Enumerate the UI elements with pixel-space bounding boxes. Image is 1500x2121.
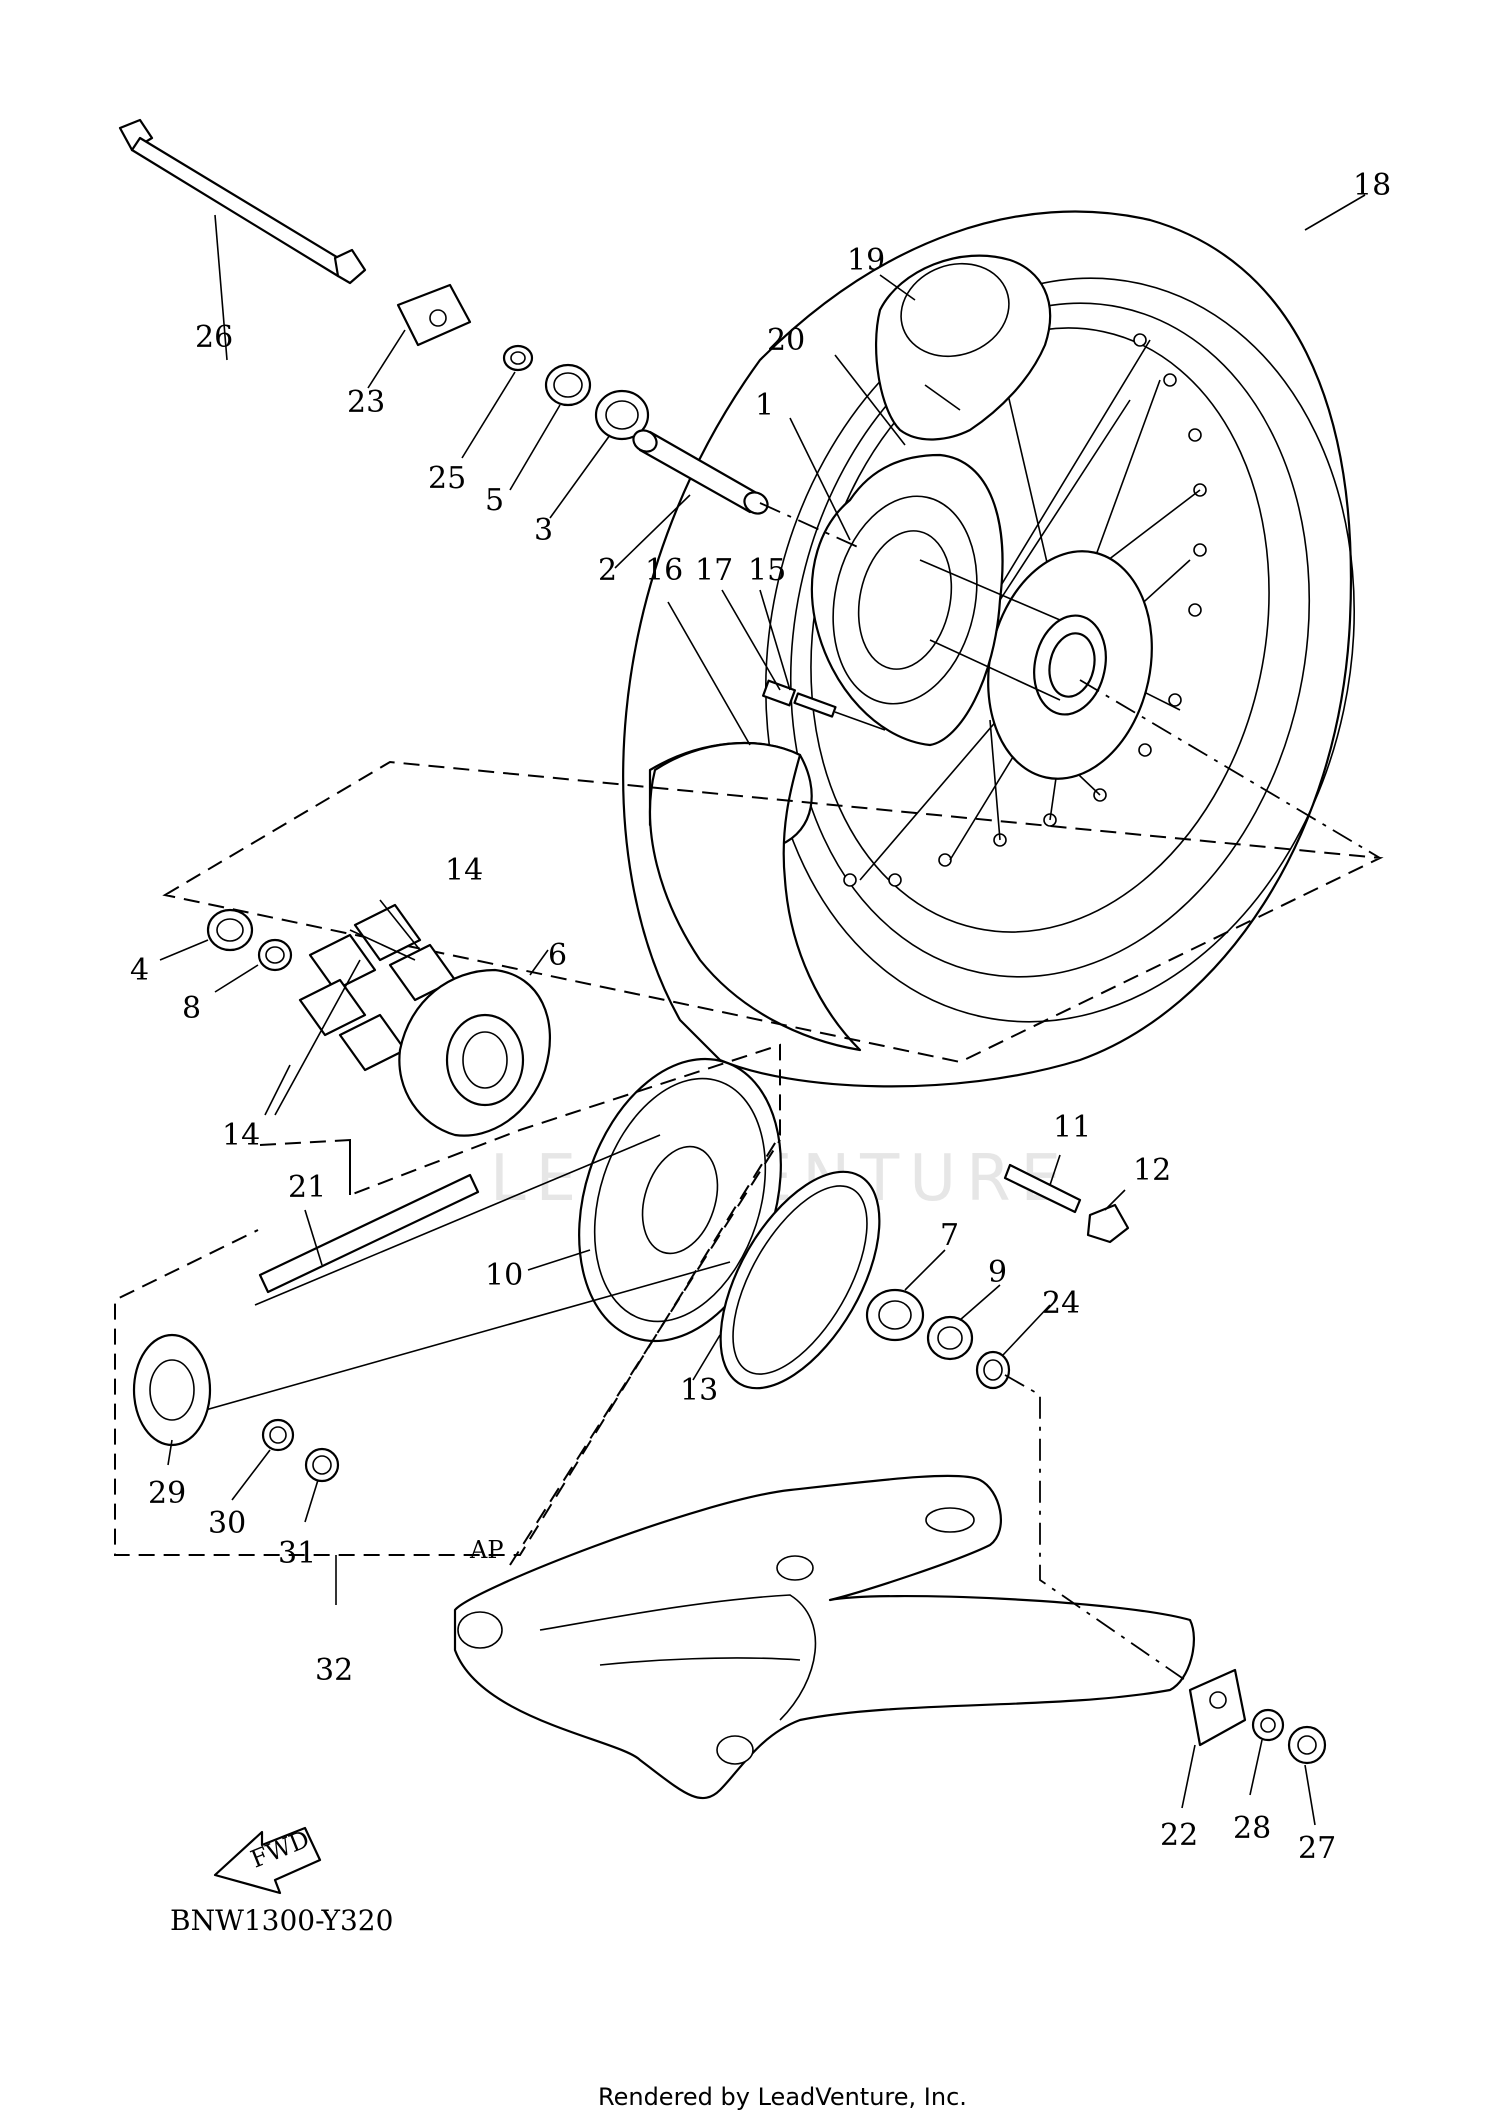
callout-15: 15	[748, 553, 786, 588]
callout-14-bottom: 14	[222, 1118, 260, 1153]
callout-2: 2	[598, 553, 617, 588]
callout-4: 4	[130, 953, 149, 988]
diagram-code: BNW1300-Y320	[170, 1904, 393, 1937]
ap-label: AP	[469, 1536, 503, 1564]
callout-5: 5	[485, 483, 504, 518]
callout-7: 7	[940, 1218, 959, 1253]
right-axle-hardware	[1188, 1668, 1327, 1765]
callout-26: 26	[195, 320, 233, 355]
callout-1: 1	[755, 388, 774, 423]
callout-13: 13	[680, 1373, 718, 1408]
swingarm	[453, 1474, 1195, 1800]
callout-6: 6	[548, 938, 567, 973]
right-bearing-stack	[865, 1288, 1011, 1390]
clutch-hub-bearings	[206, 908, 293, 972]
fwd-arrow-icon: FWD	[213, 1825, 322, 1895]
callout-16: 16	[645, 553, 683, 588]
callout-31: 31	[278, 1536, 316, 1571]
callout-3: 3	[534, 513, 553, 548]
drive-chain	[169, 1134, 731, 1421]
callout-27: 27	[1298, 1831, 1336, 1866]
wheel-spacer	[632, 429, 769, 515]
leader-lines	[159, 194, 1366, 1826]
callout-22: 22	[1160, 1818, 1198, 1853]
damper-rubbers	[298, 903, 457, 1072]
callout-30: 30	[208, 1506, 246, 1541]
callout-20: 20	[767, 323, 805, 358]
wheel-hub	[810, 453, 1061, 747]
left-bearing-stack	[502, 344, 650, 441]
callout-14-top: 14	[445, 853, 483, 888]
callout-12: 12	[1133, 1153, 1171, 1188]
drive-sprocket	[132, 1333, 340, 1483]
axle-centerline	[759, 502, 1381, 859]
callout-23: 23	[347, 385, 385, 420]
callout-8: 8	[182, 991, 201, 1026]
stud-and-nut	[1003, 1163, 1130, 1244]
sprocket-guard	[719, 1170, 881, 1390]
callout-18: 18	[1353, 168, 1391, 203]
callout-28: 28	[1233, 1811, 1271, 1846]
chain-group-outline	[114, 1043, 781, 1556]
rear-sprocket	[578, 1057, 782, 1343]
axle-centerline-lower	[1004, 1374, 1186, 1681]
callout-32: 32	[315, 1653, 353, 1688]
rim-holes	[843, 333, 1207, 887]
footer-credit: Rendered by LeadVenture, Inc.	[598, 2083, 967, 2111]
callout-17: 17	[695, 553, 733, 588]
clutch-hub	[398, 968, 552, 1137]
rear-axle	[118, 118, 367, 285]
callouts: 1 2 3 4 5 6 7 8 9 10 11 12 13 14 14 15 1…	[130, 168, 1391, 1866]
callout-9: 9	[988, 1255, 1007, 1290]
callout-11: 11	[1053, 1110, 1091, 1145]
tube-and-valve	[762, 254, 1052, 731]
callout-21: 21	[288, 1170, 326, 1205]
callout-10: 10	[485, 1258, 523, 1293]
callout-24: 24	[1042, 1286, 1080, 1321]
callout-19: 19	[847, 243, 885, 278]
callout-29: 29	[148, 1476, 186, 1511]
callout-25: 25	[428, 461, 466, 496]
